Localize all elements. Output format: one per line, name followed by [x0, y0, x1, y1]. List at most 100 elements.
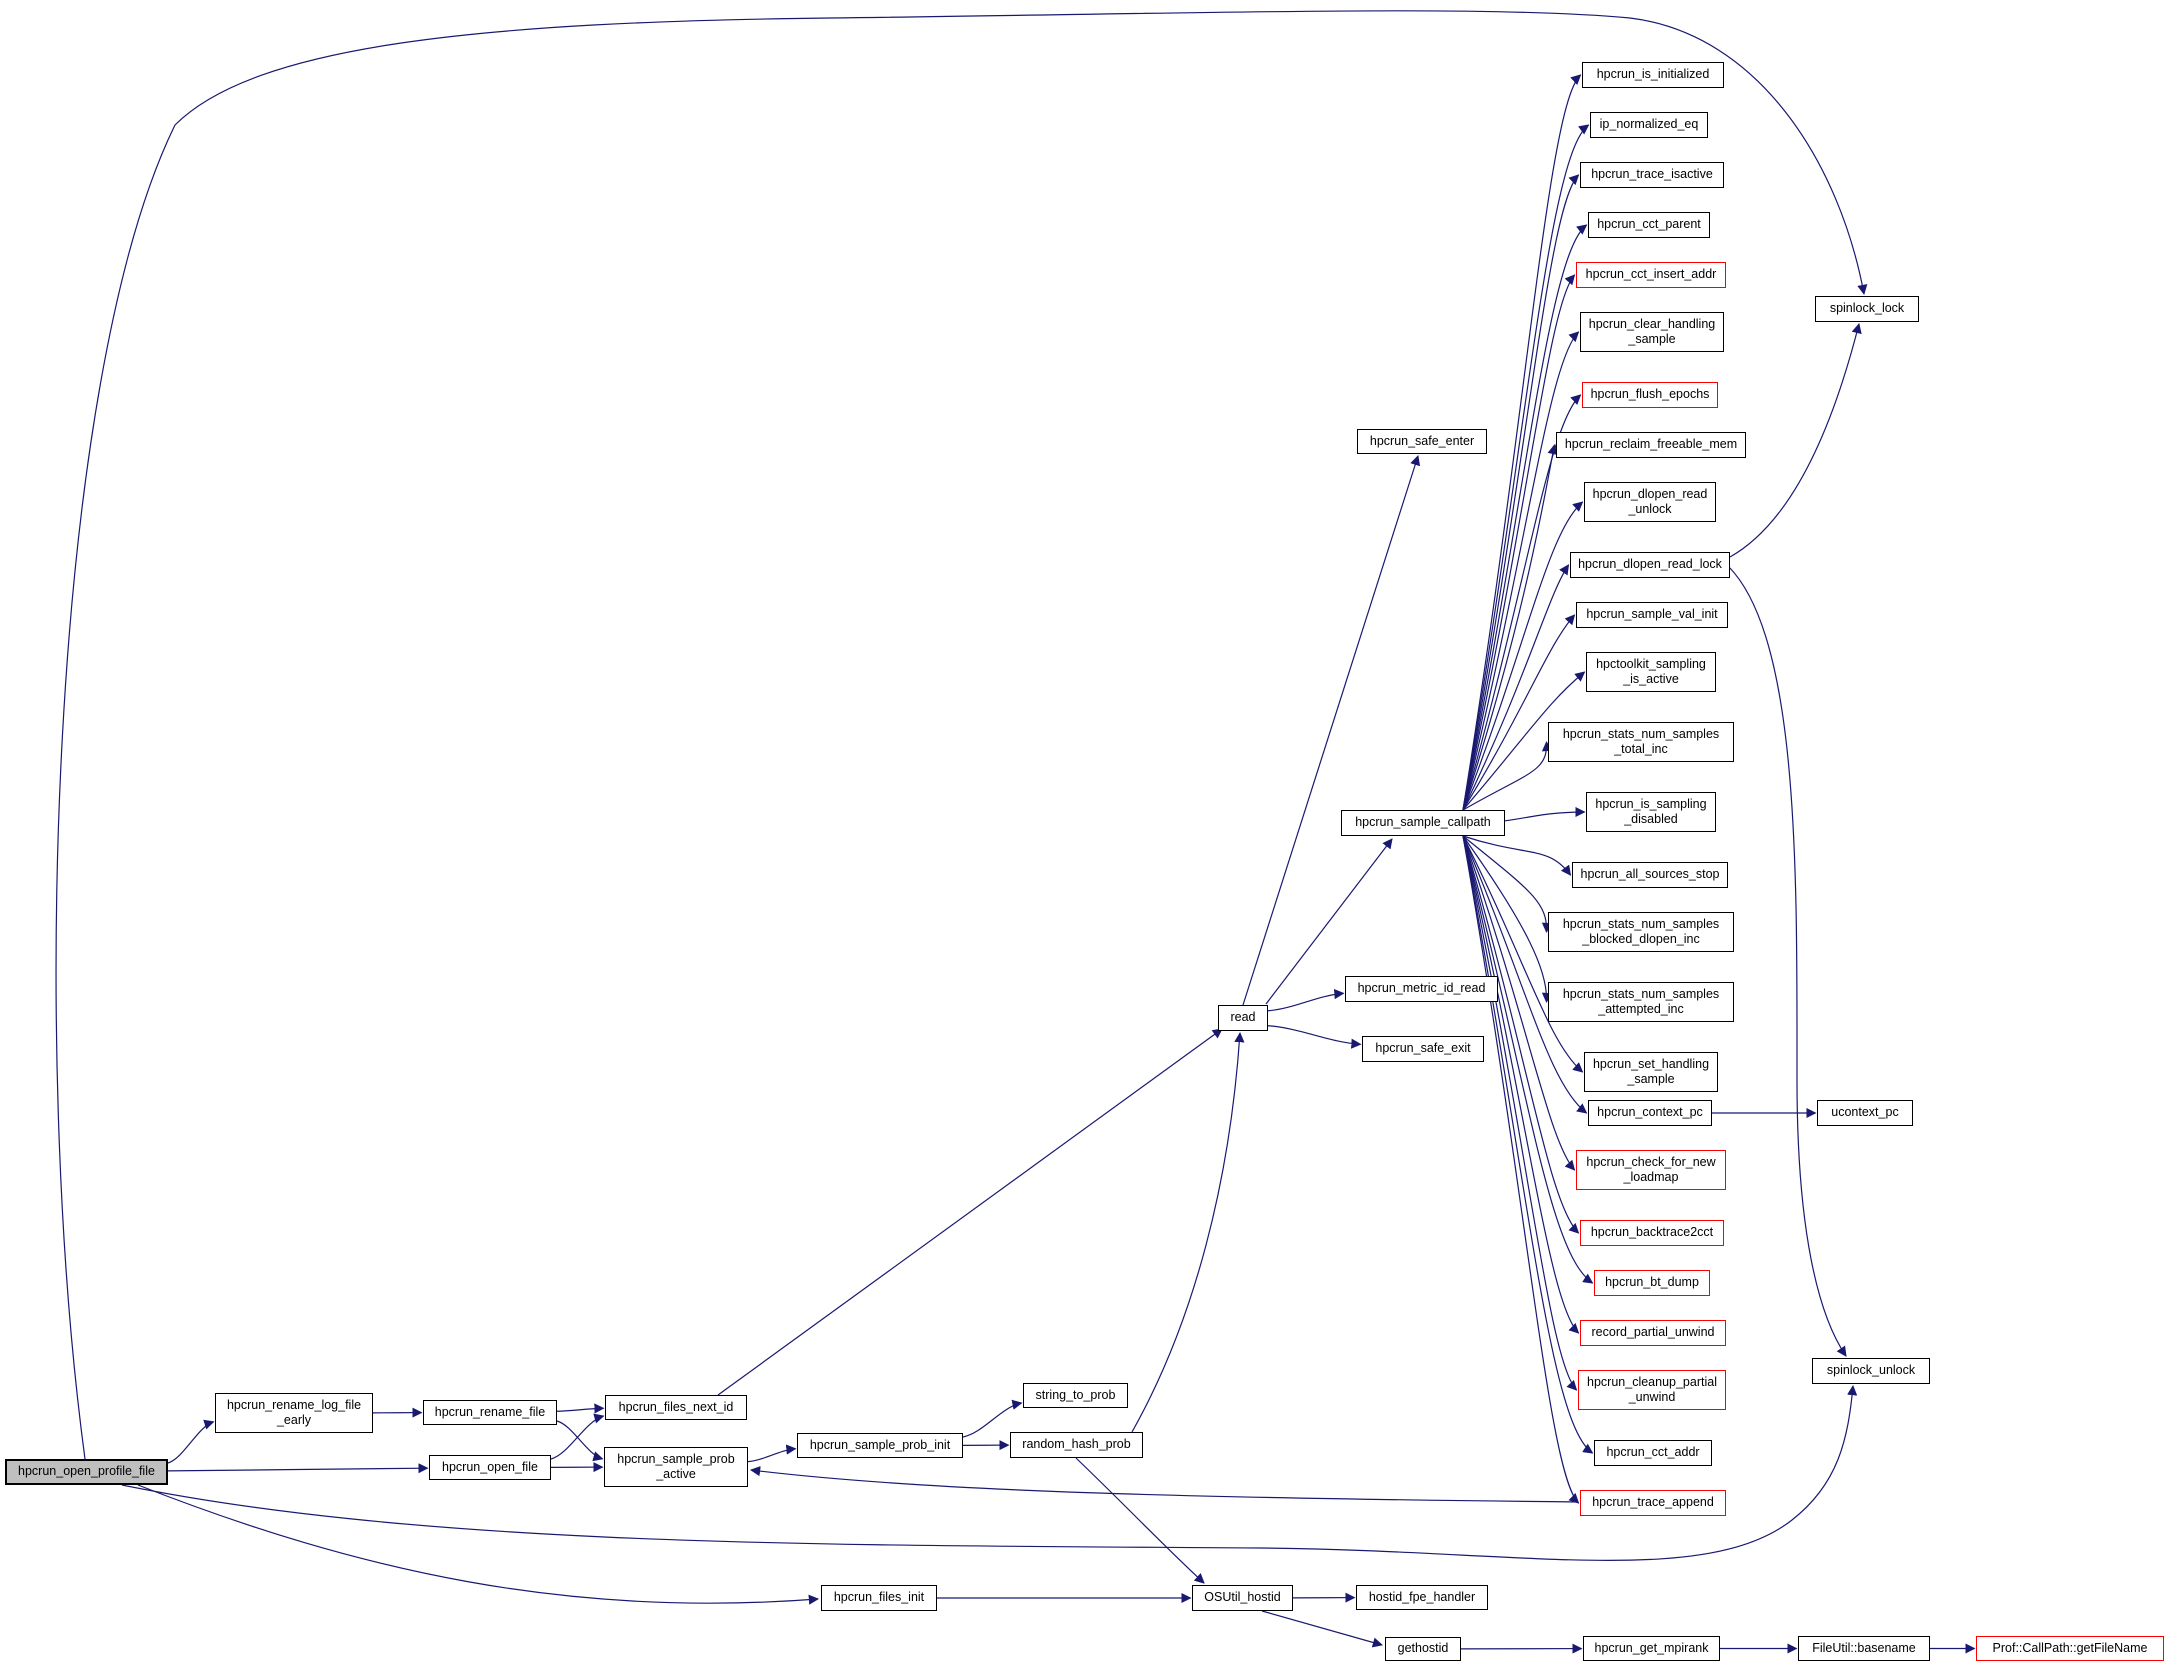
- node-all_sources_stop[interactable]: hpcrun_all_sources_stop: [1572, 862, 1728, 888]
- node-label: _unlock: [1628, 502, 1672, 516]
- node-label: hpcrun_check_for_new: [1586, 1154, 1716, 1169]
- edge-sample_prob_active-to-sample_prob_init: [747, 1444, 797, 1463]
- node-Prof_getFileName[interactable]: Prof::CallPath::getFileName: [1976, 1636, 2164, 1661]
- edge-OSUtil_hostid-to-gethostid: [1261, 1610, 1383, 1648]
- node-ip_normalized_eq[interactable]: ip_normalized_eq: [1590, 112, 1708, 138]
- node-label: ip_normalized_eq: [1599, 117, 1699, 132]
- node-spinlock_lock[interactable]: spinlock_lock: [1815, 296, 1919, 322]
- node-sampling_is_active[interactable]: hpctoolkit_sampling_is_active: [1586, 652, 1716, 692]
- node-record_partial_unwind[interactable]: record_partial_unwind: [1580, 1320, 1726, 1346]
- node-label: hpcrun_dlopen_read_lock: [1578, 557, 1722, 572]
- node-label: hpcrun_cleanup_partial: [1587, 1374, 1717, 1389]
- node-check_for_new_loadmap[interactable]: hpcrun_check_for_new_loadmap: [1576, 1150, 1726, 1190]
- node-label: hpcrun_stats_num_samples: [1562, 986, 1720, 1001]
- node-label: string_to_prob: [1035, 1387, 1116, 1402]
- node-trace_isactive[interactable]: hpcrun_trace_isactive: [1580, 162, 1724, 188]
- node-flush_epochs[interactable]: hpcrun_flush_epochs: [1582, 382, 1718, 408]
- node-dlopen_read_unlock[interactable]: hpcrun_dlopen_read_unlock: [1584, 482, 1716, 522]
- node-open_profile_file[interactable]: hpcrun_open_profile_file: [5, 1459, 168, 1485]
- node-safe_exit[interactable]: hpcrun_safe_exit: [1362, 1036, 1484, 1062]
- node-label: Prof::CallPath::getFileName: [1992, 1640, 2148, 1655]
- node-label: hpcrun_sample_prob_init: [809, 1437, 951, 1452]
- node-label: hpcrun_files_next_id: [618, 1399, 734, 1414]
- node-label: _active: [656, 1467, 696, 1481]
- node-is_sampling_disabled[interactable]: hpcrun_is_sampling_disabled: [1586, 792, 1716, 832]
- edge-rename_file-to-files_next_id: [556, 1403, 605, 1414]
- node-open_file[interactable]: hpcrun_open_file: [429, 1455, 551, 1480]
- node-cct_insert_addr[interactable]: hpcrun_cct_insert_addr: [1576, 262, 1726, 288]
- node-safe_enter[interactable]: hpcrun_safe_enter: [1357, 429, 1487, 454]
- node-read[interactable]: read: [1218, 1005, 1268, 1031]
- node-label: hpcrun_open_profile_file: [18, 1464, 155, 1479]
- node-cct_addr[interactable]: hpcrun_cct_addr: [1594, 1440, 1712, 1466]
- node-rename_log_file_early[interactable]: hpcrun_rename_log_file_early: [215, 1393, 373, 1433]
- node-label: hpcrun_sample_val_init: [1586, 607, 1718, 622]
- node-label: hpcrun_all_sources_stop: [1580, 867, 1720, 882]
- node-hostid_fpe_handler[interactable]: hostid_fpe_handler: [1356, 1585, 1488, 1610]
- node-stats_blocked_inc[interactable]: hpcrun_stats_num_samples_blocked_dlopen_…: [1548, 912, 1734, 952]
- node-ucontext_pc[interactable]: ucontext_pc: [1817, 1100, 1913, 1126]
- node-context_pc[interactable]: hpcrun_context_pc: [1588, 1100, 1712, 1126]
- node-label: hpcrun_dlopen_read: [1592, 486, 1708, 501]
- node-stats_attempted_inc[interactable]: hpcrun_stats_num_samples_attempted_inc: [1548, 982, 1734, 1022]
- edge-open_profile_file-to-spinlock_unlock: [121, 1384, 1858, 1561]
- node-gethostid[interactable]: gethostid: [1385, 1637, 1461, 1661]
- node-backtrace2cct[interactable]: hpcrun_backtrace2cct: [1580, 1220, 1724, 1246]
- edge-sample_callpath-to-stats_attempted_inc: [1462, 835, 1553, 1004]
- edge-sample_callpath-to-stats_blocked_inc: [1462, 835, 1553, 934]
- node-sample_prob_active[interactable]: hpcrun_sample_prob_active: [604, 1447, 748, 1487]
- node-label: hpcrun_stats_num_samples: [1562, 726, 1720, 741]
- node-get_mpirank[interactable]: hpcrun_get_mpirank: [1583, 1636, 1720, 1661]
- edge-open_profile_file-to-open_file: [167, 1463, 429, 1474]
- node-cct_parent[interactable]: hpcrun_cct_parent: [1588, 212, 1710, 238]
- node-spinlock_unlock[interactable]: spinlock_unlock: [1812, 1358, 1930, 1384]
- node-sample_val_init[interactable]: hpcrun_sample_val_init: [1576, 602, 1728, 628]
- node-label: ucontext_pc: [1831, 1105, 1899, 1120]
- node-label: _loadmap: [1623, 1170, 1679, 1184]
- node-OSUtil_hostid[interactable]: OSUtil_hostid: [1192, 1585, 1293, 1611]
- node-random_hash_prob[interactable]: random_hash_prob: [1010, 1432, 1143, 1458]
- node-clear_handling_sample[interactable]: hpcrun_clear_handling_sample: [1580, 312, 1724, 352]
- edge-sample_callpath-to-ip_normalized_eq: [1462, 124, 1590, 811]
- node-label: _early: [276, 1413, 312, 1427]
- edge-files_next_id-to-read: [717, 1028, 1223, 1396]
- node-string_to_prob[interactable]: string_to_prob: [1023, 1383, 1128, 1408]
- node-is_initialized[interactable]: hpcrun_is_initialized: [1582, 62, 1724, 88]
- node-stats_total_inc[interactable]: hpcrun_stats_num_samples_total_inc: [1548, 722, 1734, 762]
- node-FileUtil_basename[interactable]: FileUtil::basename: [1798, 1636, 1930, 1661]
- node-label: hpcrun_open_file: [442, 1459, 538, 1474]
- node-label: gethostid: [1397, 1641, 1449, 1656]
- edge-sample_callpath-to-all_sources_stop: [1462, 835, 1572, 876]
- node-label: hpcrun_cct_addr: [1606, 1445, 1700, 1460]
- node-label: _is_active: [1623, 672, 1679, 686]
- edge-sample_callpath-to-bt_dump: [1462, 835, 1594, 1284]
- edge-sample_callpath-to-sample_val_init: [1462, 614, 1576, 811]
- edge-sample_callpath-to-backtrace2cct: [1462, 835, 1580, 1234]
- node-files_init[interactable]: hpcrun_files_init: [821, 1585, 937, 1611]
- node-dlopen_read_lock[interactable]: hpcrun_dlopen_read_lock: [1570, 552, 1730, 578]
- edge-sample_callpath-to-dlopen_read_lock: [1462, 564, 1570, 811]
- node-label: hpcrun_sample_prob: [617, 1451, 735, 1466]
- edge-read-to-safe_enter: [1242, 455, 1421, 1006]
- node-label: hpcrun_trace_isactive: [1591, 167, 1713, 182]
- edge-sample_callpath-to-reclaim_freeable_mem: [1462, 444, 1558, 811]
- edge-random_hash_prob-to-OSUtil_hostid: [1075, 1457, 1205, 1584]
- node-label: spinlock_unlock: [1826, 1363, 1916, 1378]
- node-sample_prob_init[interactable]: hpcrun_sample_prob_init: [797, 1433, 963, 1458]
- node-files_next_id[interactable]: hpcrun_files_next_id: [605, 1395, 747, 1420]
- node-cleanup_partial_unwind[interactable]: hpcrun_cleanup_partial_unwind: [1578, 1370, 1726, 1410]
- node-set_handling_sample[interactable]: hpcrun_set_handling_sample: [1584, 1052, 1718, 1092]
- node-trace_append[interactable]: hpcrun_trace_append: [1580, 1490, 1726, 1516]
- node-label: hpcrun_files_init: [833, 1590, 925, 1605]
- node-label: _disabled: [1624, 812, 1678, 826]
- edge-open_file-to-files_next_id: [550, 1413, 605, 1460]
- edge-open_profile_file-to-files_init: [137, 1484, 820, 1605]
- node-metric_id_read[interactable]: hpcrun_metric_id_read: [1345, 976, 1498, 1002]
- node-bt_dump[interactable]: hpcrun_bt_dump: [1594, 1270, 1710, 1296]
- node-label: _unwind: [1628, 1390, 1676, 1404]
- node-reclaim_freeable_mem[interactable]: hpcrun_reclaim_freeable_mem: [1556, 432, 1746, 458]
- node-rename_file[interactable]: hpcrun_rename_file: [423, 1400, 557, 1425]
- node-sample_callpath[interactable]: hpcrun_sample_callpath: [1341, 810, 1505, 836]
- node-label: hpcrun_safe_exit: [1375, 1041, 1471, 1056]
